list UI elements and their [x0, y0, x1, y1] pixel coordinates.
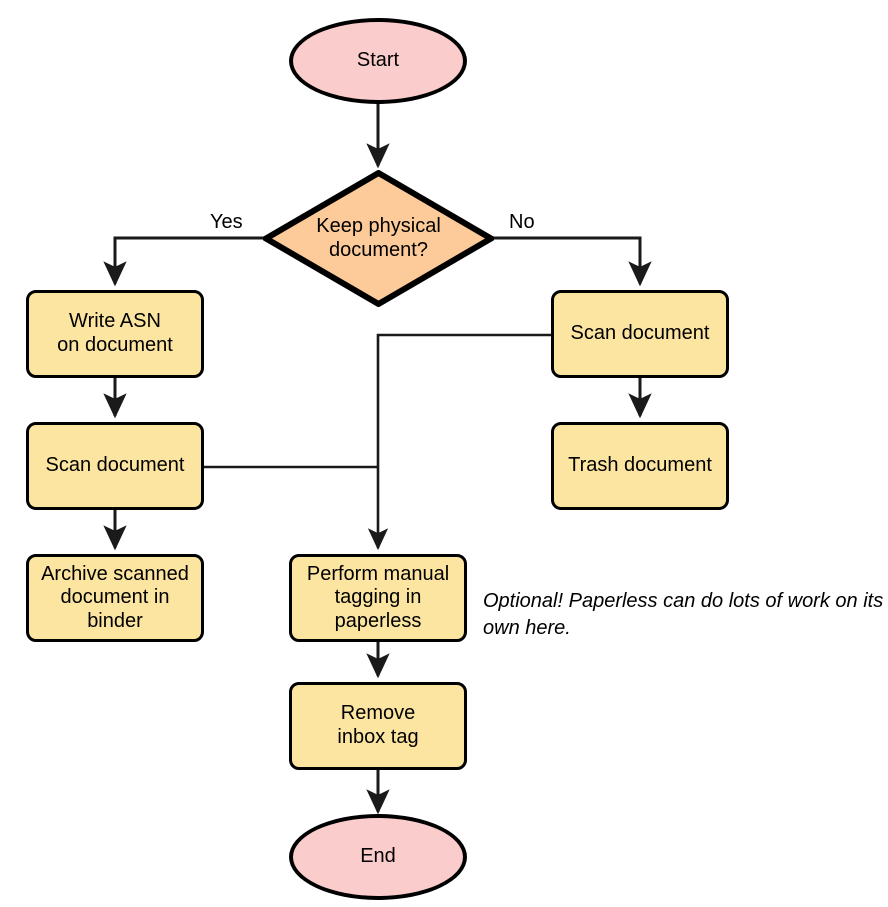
node-end-label: End: [360, 845, 396, 868]
node-remove-inbox-tag-label: Remove inbox tag: [337, 702, 419, 748]
node-write-asn-label: Write ASN on document: [57, 310, 173, 356]
edge-label-no: No: [509, 211, 535, 233]
node-end[interactable]: End: [289, 814, 467, 900]
node-write-asn[interactable]: Write ASN on document: [26, 290, 204, 378]
node-trash-document-label: Trash document: [568, 454, 712, 477]
annotation-optional-note: Optional! Paperless can do lots of work …: [483, 590, 884, 639]
node-scan-document-left[interactable]: Scan document: [26, 422, 204, 510]
node-start-label: Start: [356, 49, 400, 72]
node-archive-scanned-document-label: Archive scanned document in binder: [41, 562, 189, 632]
node-scan-document-right-label: Scan document: [570, 322, 710, 345]
node-decision-keep-physical-document[interactable]: Keep physical document?: [263, 170, 494, 307]
node-perform-manual-tagging-label: Perform manual tagging in paperless: [306, 562, 450, 632]
node-start[interactable]: Start: [289, 18, 467, 104]
edge-decision-no-to-scan-right: [492, 236, 652, 287]
node-trash-document[interactable]: Trash document: [551, 422, 729, 510]
node-remove-inbox-tag[interactable]: Remove inbox tag: [289, 682, 467, 770]
node-perform-manual-tagging[interactable]: Perform manual tagging in paperless: [289, 554, 467, 642]
decision-diamond-shape: [263, 170, 494, 307]
node-archive-scanned-document[interactable]: Archive scanned document in binder: [26, 554, 204, 642]
node-scan-document-right[interactable]: Scan document: [551, 290, 729, 378]
node-scan-document-left-label: Scan document: [45, 454, 185, 477]
edge-decision-yes-to-write-asn: [103, 236, 265, 287]
edge-label-yes: Yes: [210, 211, 243, 233]
node-decision-label: Keep physical document?: [316, 214, 441, 261]
edge-scan-right-to-tagging: [367, 333, 552, 551]
